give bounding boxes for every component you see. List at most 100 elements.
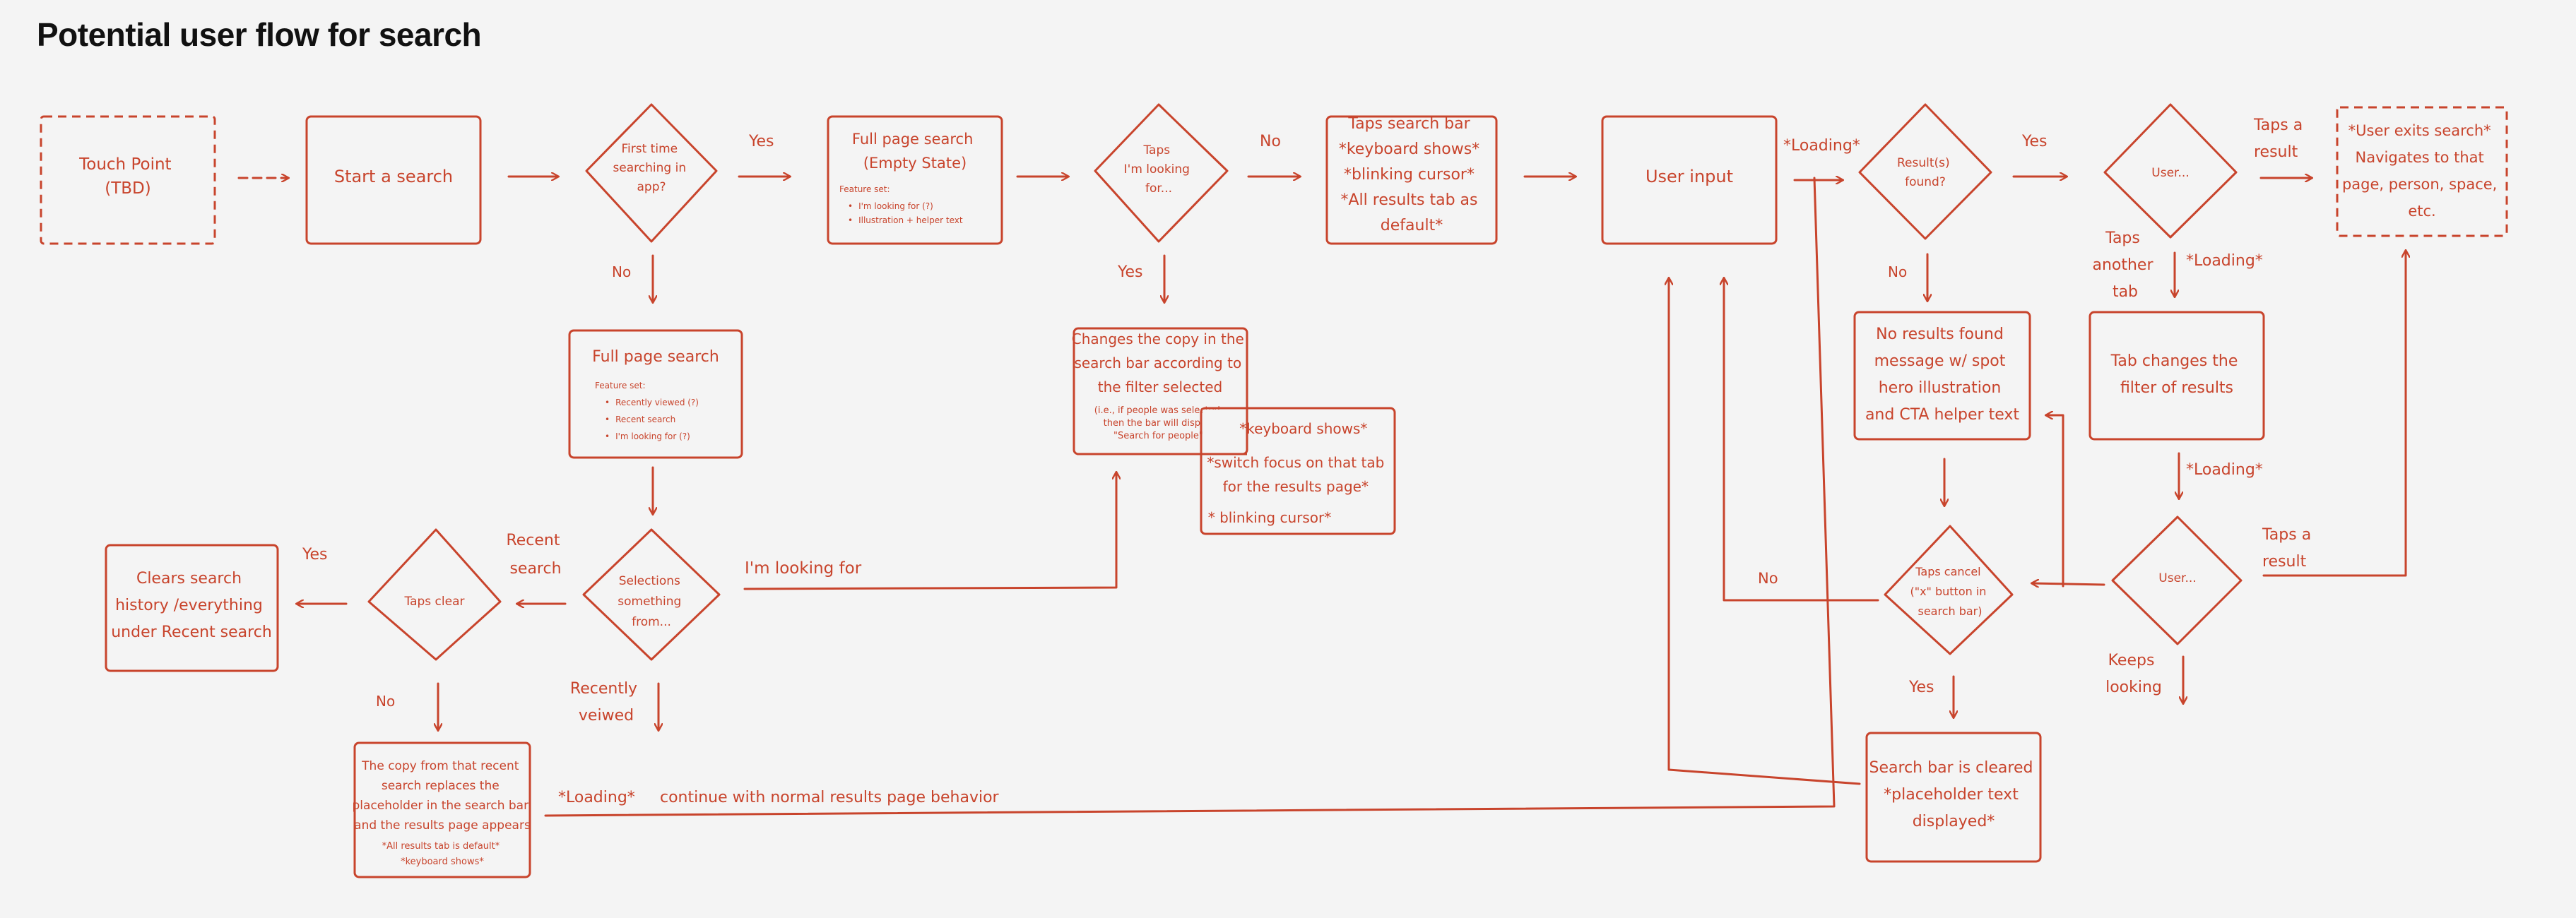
svg-text:•Recently viewed (?) •Re: •Recently viewed (?) •Recent search •I'm… xyxy=(605,398,702,441)
node-changes-copy: Changes the copy in the search bar accor… xyxy=(1072,327,1248,455)
page-title: Potential user flow for search xyxy=(37,16,482,53)
node-text: hero illustration xyxy=(1879,379,2002,397)
node-note: *keyboard shows* xyxy=(401,857,484,867)
node-tab-changes: Tab changes the filter of results xyxy=(2088,311,2265,441)
node-text: etc. xyxy=(2408,203,2435,220)
node-note: "Search for people") xyxy=(1113,431,1207,441)
node-text: something xyxy=(618,595,681,609)
node-text: I'm looking xyxy=(1124,162,1190,177)
node-text: Taps cancel xyxy=(1915,565,1980,578)
edge-label: No xyxy=(612,263,631,280)
svg-text:User...: User... xyxy=(2158,571,2196,585)
svg-text:Taps a result: Taps a result xyxy=(2253,117,2308,161)
connectors xyxy=(237,177,2406,817)
edge-label: Recent xyxy=(506,532,560,549)
node-text: Clears search xyxy=(136,570,242,588)
node-note: *All results tab is default* xyxy=(382,841,500,852)
node-note: (i.e., if people was selected, xyxy=(1094,405,1223,416)
decision-selections: Selections something from... xyxy=(582,528,721,661)
svg-text:Full page search (Empty: Full page search (Empty State) xyxy=(852,131,978,172)
node-text: Full page search xyxy=(852,131,973,148)
edge-label: No xyxy=(1888,263,1907,280)
decision-taps-cancel: Taps cancel ("x" button in search bar) xyxy=(1884,525,2014,655)
node-text: history /everything xyxy=(115,597,263,614)
decision-results-found: Result(s) found? xyxy=(1858,103,1992,240)
svg-text:Recent search: Recent search xyxy=(506,532,565,578)
node-text: page, person, space, xyxy=(2342,176,2497,193)
edge-label: looking xyxy=(2105,679,2162,696)
edge-label: Taps a xyxy=(2253,117,2303,134)
node-text: the filter selected xyxy=(1098,378,1222,395)
edge-label: result xyxy=(2262,553,2307,571)
node-text: search replaces the xyxy=(382,779,500,793)
node-text: Full page search xyxy=(592,348,719,366)
node-text: app? xyxy=(637,180,666,194)
node-text: *blinking cursor* xyxy=(1344,166,1475,184)
svg-text:Keeps looking: Keeps looking xyxy=(2105,652,2162,696)
node-full-page-search: Full page search Feature set: •Recently … xyxy=(568,329,743,459)
node-text: from... xyxy=(632,615,671,629)
node-search-cleared: Search bar is cleared *placeholder text … xyxy=(1865,732,2042,863)
node-text: No results found xyxy=(1876,326,2004,343)
edge-label: *Loading* xyxy=(2186,461,2263,479)
edge-label: I'm looking for xyxy=(745,559,862,578)
node-text: Start a search xyxy=(334,167,453,186)
node-text: *switch focus on that tab xyxy=(1207,454,1384,471)
edge-label: Yes xyxy=(748,133,774,150)
node-text: User input xyxy=(1646,167,1733,186)
edge-label: No xyxy=(1260,133,1281,150)
node-text: default* xyxy=(1381,217,1443,234)
node-text: User... xyxy=(2158,571,2196,585)
feature-item: Recently viewed (?) xyxy=(615,398,699,407)
svg-text:Taps clear: Taps clear xyxy=(404,595,465,609)
node-text: found? xyxy=(1905,175,1946,189)
node-no-results: No results found message w/ spot hero il… xyxy=(1853,311,2031,441)
node-text: *All results tab as xyxy=(1341,191,1478,209)
svg-text:*All results tab is default*: *All results tab is default* *keyboard s… xyxy=(382,841,503,867)
svg-text:*User exits search* Navi: *User exits search* Navigates to that pa… xyxy=(2342,122,2502,220)
node-text: message w/ spot xyxy=(1874,352,2006,370)
node-text: Touch Point xyxy=(78,155,171,174)
node-full-page-empty: Full page search (Empty State) Feature s… xyxy=(827,115,1003,245)
edge-label: continue with normal results page behavi… xyxy=(660,789,1000,806)
line-loading-continue xyxy=(544,177,1836,817)
decision-taps-looking-for: Taps I'm looking for... xyxy=(1094,103,1229,243)
decision-user-top: User... xyxy=(2103,103,2238,239)
node-text: Taps search bar xyxy=(1347,115,1470,133)
node-text: Taps clear xyxy=(404,595,465,609)
node-text: Selections xyxy=(619,574,680,588)
arrow-user-result-exit xyxy=(2262,251,2406,577)
svg-text:Result(s) found?: Result(s) found? xyxy=(1897,156,1954,189)
node-text: The copy from that recent xyxy=(361,759,519,773)
node-user-input: User input xyxy=(1601,115,1778,245)
edge-label: another xyxy=(2092,256,2153,274)
edge-label: Yes xyxy=(1908,679,1934,696)
svg-text:The copy from that recent: The copy from that recent search replace… xyxy=(353,759,533,833)
edge-label: Yes xyxy=(1117,263,1143,281)
feature-label: Feature set: xyxy=(595,381,646,391)
svg-text:No results found message: No results found message w/ spot hero il… xyxy=(1865,326,2019,424)
decision-first-time: First time searching in app? xyxy=(585,103,718,243)
node-text: *keyboard shows* xyxy=(1339,141,1479,158)
svg-text:Taps another tab: Taps another tab xyxy=(2092,230,2158,301)
node-text: Tab changes the xyxy=(2110,352,2238,370)
svg-text:Clears search history /e: Clears search history /everything under … xyxy=(111,570,272,641)
feature-item: I'm looking for (?) xyxy=(858,201,933,211)
edge-label: Yes xyxy=(2021,133,2048,150)
svg-text:(i.e., if people was selected,: (i.e., if people was selected, then the … xyxy=(1094,405,1226,441)
node-text: under Recent search xyxy=(111,624,272,641)
node-text: placeholder in the search bar xyxy=(353,799,529,813)
feature-item: I'm looking for (?) xyxy=(615,431,690,441)
svg-text:Tab changes the filter o: Tab changes the filter of results xyxy=(2110,352,2243,397)
svg-text:Start a search: Start a search xyxy=(334,167,453,186)
feature-item: Recent search xyxy=(615,415,675,424)
arrow-im-looking-for xyxy=(743,472,1116,590)
node-text: Result(s) xyxy=(1897,156,1950,170)
edge-label: Recently xyxy=(570,680,637,698)
arrow-user-to-cancel xyxy=(2032,583,2105,585)
node-text: for the results page* xyxy=(1223,478,1369,495)
node-user-exits: *User exits search* Navigates to that pa… xyxy=(2336,106,2508,237)
edge-label: *Loading* xyxy=(1783,137,1860,155)
node-text: (TBD) xyxy=(105,179,151,198)
edge-label: No xyxy=(376,693,395,710)
